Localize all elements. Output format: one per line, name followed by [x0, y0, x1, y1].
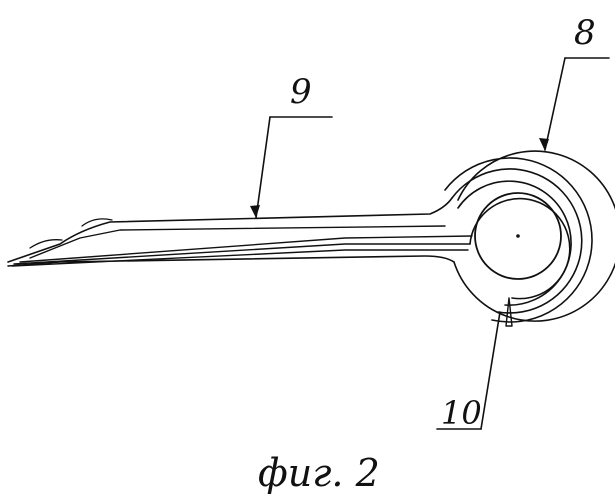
label-8: 8: [574, 13, 596, 53]
strip-assembly: [8, 198, 472, 266]
label-8-leader: [545, 58, 565, 150]
spiral-coil: [445, 151, 615, 326]
center-dot: [516, 234, 520, 238]
strip-line-2: [30, 226, 445, 258]
strip-line-3: [20, 236, 472, 262]
coil-ring-1: [470, 199, 570, 299]
label-9: 9: [290, 72, 312, 112]
figure-caption: фиг. 2: [258, 451, 380, 495]
label-10-leader: [481, 312, 500, 429]
label-8-arrowhead: [539, 138, 549, 151]
strip-line-top: [8, 198, 452, 262]
label-9-leader: [256, 117, 270, 218]
coil-ring-3: [452, 169, 582, 313]
label-10: 10: [441, 394, 482, 432]
label-9-arrowhead: [250, 205, 260, 218]
